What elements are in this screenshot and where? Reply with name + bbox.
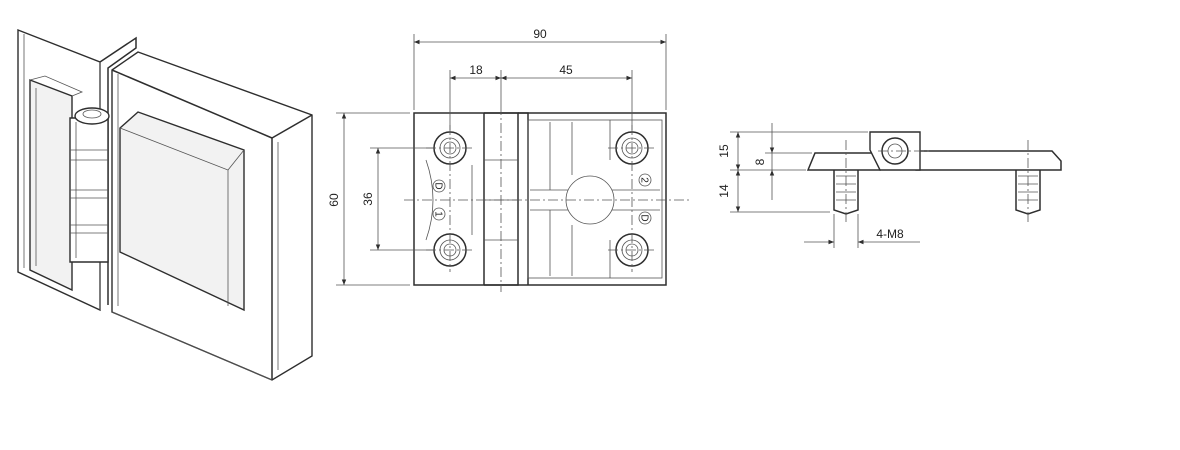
hole-mark-1: 1 [433, 207, 446, 221]
dim-leaf-hole-offset: 45 [559, 63, 573, 77]
isometric-view [17, 28, 313, 381]
hole-mark-2: 2 [639, 173, 652, 187]
svg-text:D: D [433, 182, 444, 189]
dim-height: 60 [327, 193, 341, 207]
svg-text:1: 1 [433, 211, 444, 217]
dim-side-height-upper: 15 [717, 144, 731, 158]
dim-hole-spacing: 36 [361, 192, 375, 206]
svg-text:D: D [639, 214, 650, 221]
dim-screw-spec: 4-M8 [876, 227, 904, 241]
hole-mark-d-left: D [433, 179, 446, 193]
dim-side-height-lower: 14 [717, 184, 731, 198]
dim-hole-offset: 18 [469, 63, 483, 77]
dim-side-height-inner: 8 [753, 158, 767, 165]
dim-overall-width: 90 [533, 27, 547, 41]
svg-text:2: 2 [639, 177, 650, 183]
front-view: D 1 2 D 90 18 45 60 36 [327, 27, 690, 292]
hole-mark-d-right: D [639, 211, 652, 225]
side-view: 15 8 14 4-M8 [717, 123, 1062, 248]
